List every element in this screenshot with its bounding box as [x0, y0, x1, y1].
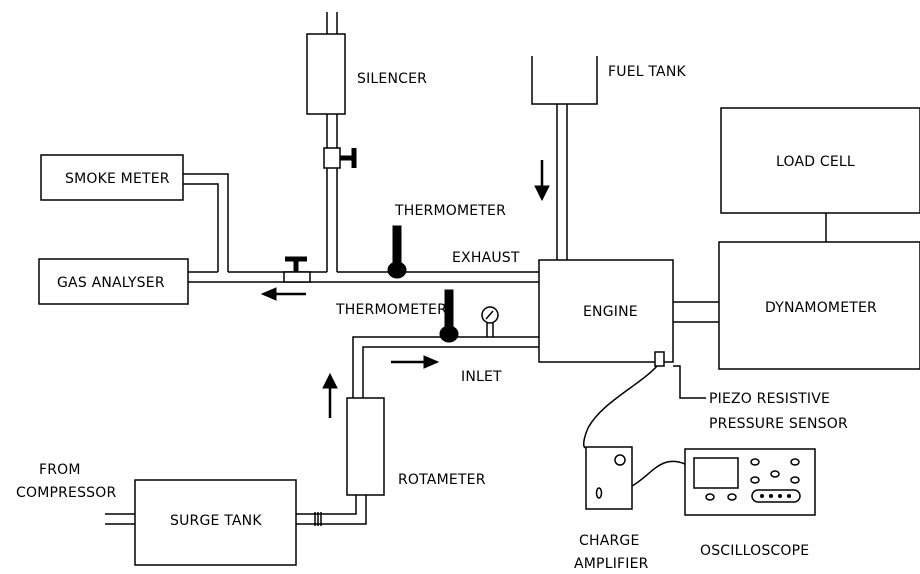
silencer-assembly [306, 12, 357, 272]
inlet-thermometer-label: THERMOMETER [335, 302, 447, 318]
from-compressor-label-line1: FROM [39, 462, 81, 478]
dynamometer-box [718, 241, 920, 370]
rotameter-label: ROTAMETER [398, 472, 486, 488]
oscilloscope-label: OSCILLOSCOPE [700, 543, 809, 559]
piezo-sensor-icon [654, 351, 665, 367]
exhaust-thermometer-label: THERMOMETER [394, 203, 506, 219]
piezo-label-line2: PRESSURE SENSOR [709, 416, 848, 432]
exhaust-label: EXHAUST [452, 250, 520, 266]
surge-tank-box [134, 479, 297, 566]
charge-amplifier-device [585, 446, 633, 510]
fuel-flow-arrow-icon [534, 160, 550, 202]
exhaust-thermometer-icon [387, 225, 407, 279]
silencer-valve-icon [323, 147, 357, 169]
smoke-meter-box [40, 154, 184, 201]
gas-analyser-label: GAS ANALYSER [57, 275, 165, 291]
fuel-tank-assembly [531, 56, 598, 260]
engine-label: ENGINE [583, 304, 638, 320]
rotameter-box [346, 397, 385, 496]
exhaust-pipe [188, 271, 539, 283]
amplifier-cable [631, 460, 686, 487]
engine-box [538, 259, 674, 363]
from-compressor-label-line2: COMPRESSOR [16, 485, 116, 501]
inlet-label: INLET [461, 369, 502, 385]
silencer-label: SILENCER [357, 71, 427, 87]
exhaust-flow-arrow-icon [260, 287, 306, 301]
pipe-coupling-icon [314, 512, 322, 526]
silencer-box [306, 33, 346, 115]
inlet-pipe [352, 336, 539, 398]
oscilloscope-device [684, 448, 816, 516]
inlet-flow-arrow-icon [391, 355, 440, 369]
exhaust-valve-icon [283, 256, 311, 283]
load-cell-label: LOAD CELL [776, 154, 855, 170]
piezo-label-line1: PIEZO RESISTIVE [709, 391, 830, 407]
surge-tank-label: SURGE TANK [170, 513, 262, 529]
pressure-gauge-icon [481, 306, 499, 337]
inlet-thermometer-icon [439, 289, 459, 343]
charge-amplifier-label-line2: AMPLIFIER [574, 556, 649, 572]
sensor-cable [583, 365, 658, 449]
dynamometer-label: DYNAMOMETER [765, 300, 877, 316]
smoke-meter-label: SMOKE METER [65, 171, 170, 187]
fuel-tank-label: FUEL TANK [608, 64, 687, 80]
rotameter-flow-arrow-icon [322, 372, 338, 418]
charge-amplifier-label-line1: CHARGE [579, 533, 640, 549]
load-cell-box [720, 107, 920, 214]
